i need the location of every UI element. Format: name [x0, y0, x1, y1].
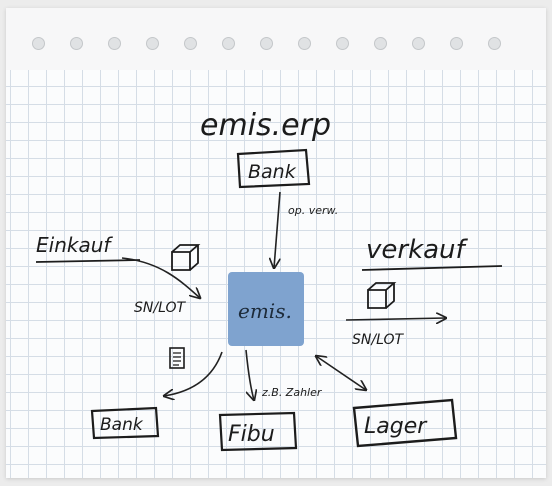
arrow-center-to-fibu [245, 349, 254, 400]
binding-hole [374, 37, 387, 50]
binding-hole [146, 37, 159, 50]
binding-hole [336, 37, 349, 50]
binding-hole [184, 37, 197, 50]
box-icon [367, 282, 397, 309]
binding-hole [412, 37, 425, 50]
binding-hole [32, 37, 45, 50]
binding-hole [108, 37, 121, 50]
lager-label: Lager [364, 414, 428, 439]
fibu-node: Fibu [218, 411, 298, 452]
sn-lot-left-label: SN/LOT [134, 300, 186, 316]
arrow-bank-to-center [274, 191, 281, 268]
bank-top-node: Bank [236, 148, 311, 189]
arrow-einkauf-to-center [121, 257, 200, 298]
lager-node: Lager [352, 398, 458, 448]
bank-bottom-label: Bank [100, 415, 144, 435]
spiral-binding [6, 8, 546, 70]
binding-hole [260, 37, 273, 50]
emis-center-box: emis. [228, 272, 304, 346]
verkauf-label: verkauf [366, 235, 469, 265]
arrow-center-to-bank-bottom [164, 351, 223, 396]
arrow-center-to-verkauf [345, 318, 446, 320]
op-verw-label: op. verw. [288, 204, 338, 217]
bank-top-label: Bank [248, 161, 297, 183]
arrow-center-lager [316, 356, 366, 390]
binding-hole [450, 37, 463, 50]
bank-bottom-node: Bank [90, 406, 160, 440]
emis-center-label: emis. [238, 299, 292, 323]
einkauf-label: Einkauf [36, 233, 113, 257]
box-icon [171, 244, 201, 271]
verkauf-node: verkauf [361, 235, 503, 271]
binding-hole [488, 37, 501, 50]
fibu-label: Fibu [228, 422, 275, 447]
diagram-title: emis.erp [200, 108, 331, 143]
binding-hole [70, 37, 83, 50]
sn-lot-right-label: SN/LOT [352, 332, 404, 348]
binding-hole [298, 37, 311, 50]
document-icon [169, 347, 185, 369]
einkauf-node: Einkauf [35, 233, 141, 263]
binding-hole [222, 37, 235, 50]
z-b-zahler-label: z.B. Zahler [261, 386, 323, 399]
